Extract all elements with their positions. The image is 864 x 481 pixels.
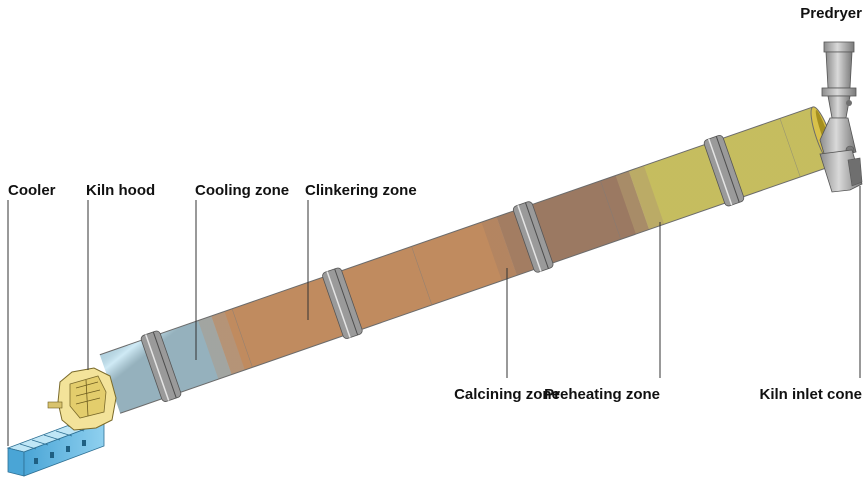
label-calcining-zone: Calcining zone — [454, 386, 560, 403]
label-kiln-inlet-cone: Kiln inlet cone — [759, 386, 862, 403]
tyre-ring-3 — [512, 201, 554, 273]
label-clinkering-zone: Clinkering zone — [305, 182, 417, 199]
cooler — [6, 417, 106, 477]
label-cooler: Cooler — [8, 182, 56, 199]
label-predryer: Predryer — [800, 5, 862, 22]
kiln-hood — [47, 367, 117, 431]
tyre-ring-1 — [140, 330, 182, 402]
label-kiln-hood: Kiln hood — [86, 182, 155, 199]
label-preheating-zone: Preheating zone — [544, 386, 660, 403]
tyre-ring-4 — [703, 135, 745, 207]
label-cooling-zone: Cooling zone — [195, 182, 289, 199]
tyre-ring-2 — [322, 267, 363, 339]
kiln-tube — [99, 106, 836, 414]
predryer — [819, 41, 857, 161]
kiln-inlet-cone — [819, 149, 863, 193]
